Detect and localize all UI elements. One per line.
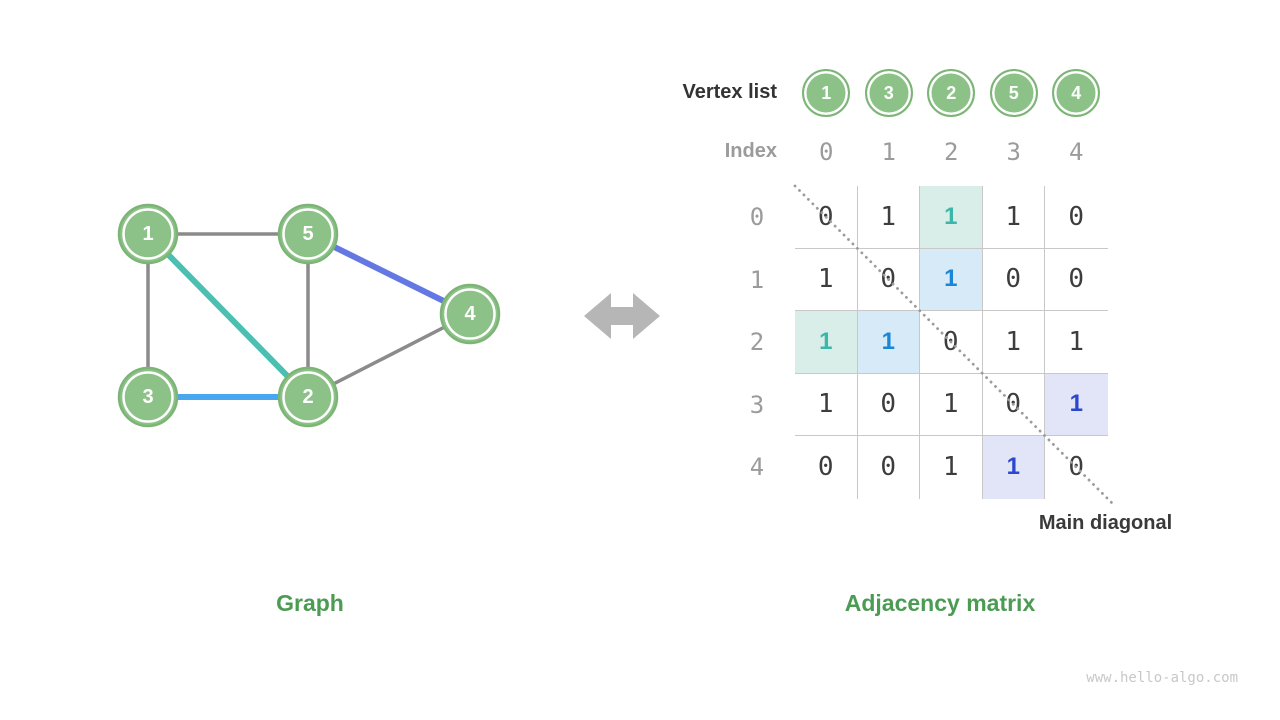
matrix-row-labels: 0 1 2 3 4: [742, 186, 772, 499]
vertex-list-cell: 3: [858, 69, 921, 117]
matrix-cell-3-4: 1: [1045, 373, 1108, 436]
vertex-list-cell: 1: [795, 69, 858, 117]
row-label: 0: [749, 203, 765, 232]
graph-node-label: 1: [142, 223, 153, 245]
matrix-cell-4-3: 1: [982, 436, 1045, 499]
matrix-cell-2-2: 0: [920, 311, 983, 374]
graph-node-label: 3: [142, 386, 153, 408]
index-value: 4: [1069, 138, 1084, 166]
graph-node-3: 3: [117, 366, 179, 428]
matrix-cell-4-4: 0: [1068, 452, 1085, 483]
main-diagonal-label: Main diagonal: [1038, 512, 1173, 534]
matrix-cell-2-1: 1: [857, 311, 920, 374]
graph-node-1: 1: [117, 203, 179, 265]
vertex-circle-3: 3: [864, 69, 913, 117]
row-label: 1: [749, 265, 765, 294]
vertex-list-label: Vertex list: [682, 81, 777, 103]
matrix-cell-1-3: 0: [982, 248, 1045, 311]
graph-node-4: 4: [439, 283, 501, 345]
matrix-cell-2-4: 1: [1045, 311, 1108, 374]
matrix-cell-3-0: 1: [795, 373, 858, 436]
index-row: 0 1 2 3 4: [795, 138, 1108, 166]
matrix-cell-0-3: 1: [982, 186, 1045, 249]
graph-node-label: 2: [302, 386, 313, 408]
index-label: Index: [724, 140, 777, 162]
graph-node-label: 5: [302, 223, 313, 245]
row-label: 2: [749, 328, 765, 357]
row-label: 4: [749, 453, 765, 482]
index-value: 1: [881, 138, 896, 166]
matrix-cell-2-3: 1: [982, 311, 1045, 374]
vertex-list-cell: 2: [920, 69, 983, 117]
row-label: 3: [749, 390, 765, 419]
graph-node-label: 4: [464, 303, 476, 325]
graph-nodes: 1 5 4 3 2: [117, 203, 501, 428]
matrix-cell-1-2: 1: [920, 248, 983, 311]
matrix-cell-4-1: 0: [858, 436, 920, 499]
matrix-cell-4-0: 0: [795, 436, 858, 499]
index-value: 3: [1006, 138, 1021, 166]
vertex-circle-5: 5: [989, 69, 1038, 117]
vertex-circle-4: 4: [1052, 69, 1101, 117]
double-arrow-icon: [584, 293, 660, 339]
vertex-circle-2: 2: [927, 69, 976, 117]
matrix-cell-0-4: 0: [1045, 186, 1108, 249]
index-value: 2: [944, 138, 959, 166]
matrix-cell-0-1: 1: [857, 186, 920, 249]
matrix-cell-3-1: 0: [857, 373, 920, 436]
matrix-cell-1-4: 0: [1045, 249, 1108, 311]
graph-edge-1-2: [145, 231, 311, 400]
matrix-cell-4-2: 1: [920, 436, 983, 499]
graph-canvas: 1 5 4 3 2: [117, 203, 501, 428]
matrix-cell-3-2: 1: [920, 373, 983, 436]
matrix-cell-0-0: 0: [795, 186, 858, 249]
vertex-list-cell: 5: [983, 69, 1046, 117]
graph-edge-2-4: [307, 312, 471, 399]
watermark: www.hello-algo.com: [1086, 670, 1238, 686]
vertex-list-cell: 4: [1045, 69, 1108, 117]
adjacency-matrix-caption: Adjacency matrix: [844, 590, 1036, 616]
graph-node-5: 5: [277, 203, 339, 265]
vertex-circle-1: 1: [802, 69, 851, 117]
matrix-cell-1-1: 0: [857, 248, 920, 311]
matrix-cell-0-2: 1: [920, 186, 983, 249]
graph-caption: Graph: [276, 590, 344, 616]
matrix-cell-3-3: 0: [982, 373, 1045, 436]
index-value: 0: [819, 138, 834, 166]
matrix-cell-2-0: 1: [795, 311, 858, 374]
matrix-cell-1-0: 1: [795, 248, 858, 311]
graph-node-2: 2: [277, 366, 339, 428]
